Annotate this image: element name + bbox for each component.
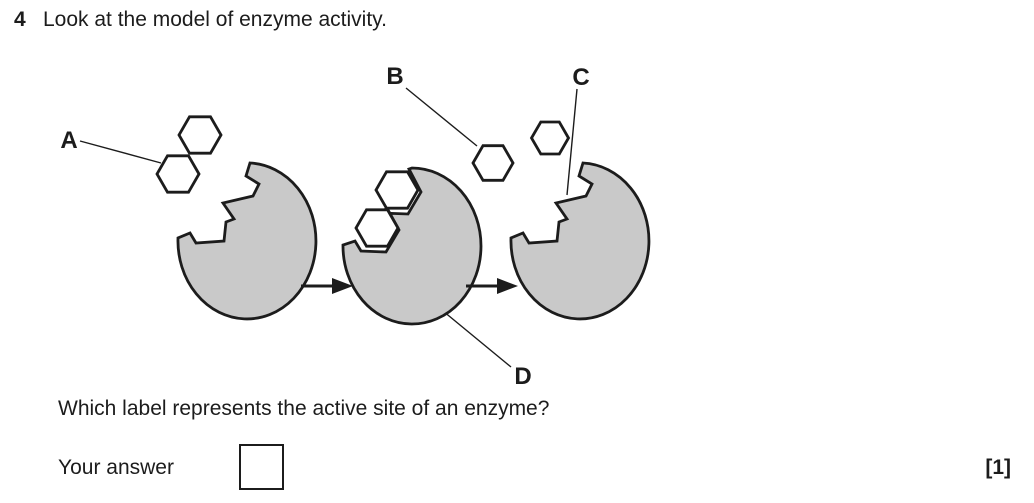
label-b-pointer-line [405, 87, 478, 147]
label-d-pointer-line [442, 310, 512, 368]
label-d: D [514, 363, 531, 390]
enzyme-shape-2 [341, 166, 483, 326]
enzyme-shape-1 [176, 161, 318, 321]
marks-badge: [1] [985, 456, 1011, 479]
product-hexagon-2 [529, 120, 571, 156]
label-b: B [386, 63, 403, 90]
label-a: A [60, 127, 77, 154]
answer-prompt: Your answer [58, 456, 174, 479]
sub-question: Which label represents the active site o… [58, 397, 550, 420]
product-hexagon-1 [471, 144, 515, 182]
answer-box[interactable] [239, 444, 284, 490]
substrate-hexagon-bottom [155, 154, 201, 194]
question-prompt: Look at the model of enzyme activity. [43, 8, 387, 31]
substrate-hexagon-top [177, 115, 223, 155]
bound-substrate-hexagon-top [374, 170, 420, 210]
label-a-pointer-line [79, 140, 162, 164]
reaction-arrow-1-icon [301, 278, 353, 294]
label-c-pointer-line [566, 88, 578, 196]
bound-substrate-hexagon-bottom [354, 208, 400, 248]
label-c: C [572, 64, 589, 91]
enzyme-shape-3 [509, 161, 651, 321]
reaction-arrow-2-icon [466, 278, 518, 294]
question-number: 4 [14, 8, 26, 31]
